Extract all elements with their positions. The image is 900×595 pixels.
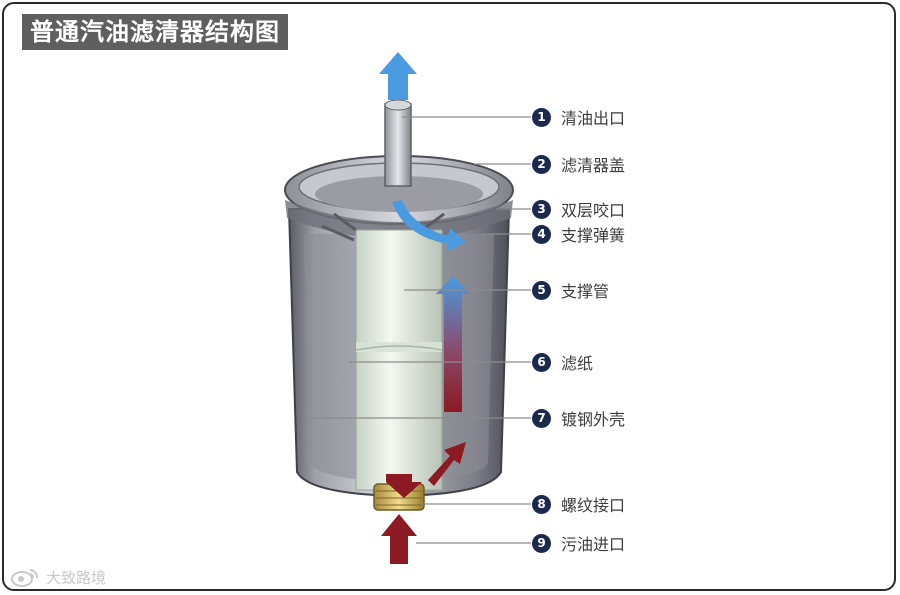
label-text: 滤清器盖 xyxy=(561,156,626,175)
fuel-filter-illustration xyxy=(284,52,542,564)
outlet-tube xyxy=(384,103,412,187)
label-text: 螺纹接口 xyxy=(561,496,626,515)
label-number: 4 xyxy=(532,224,551,244)
clean-oil-arrow xyxy=(379,52,417,100)
label-number: 1 xyxy=(532,107,551,127)
label-5: 5 支撑管 xyxy=(532,279,609,301)
label-number: 9 xyxy=(532,533,551,553)
dirty-oil-arrow xyxy=(381,514,417,564)
label-number: 8 xyxy=(532,494,551,514)
leader-lines xyxy=(304,116,542,544)
label-number: 5 xyxy=(532,280,551,300)
label-7: 7 镀钢外壳 xyxy=(532,407,625,429)
label-number: 2 xyxy=(532,154,551,174)
label-6: 6 滤纸 xyxy=(532,351,593,373)
label-8: 8 螺纹接口 xyxy=(532,493,625,515)
rising-flow-arrow xyxy=(436,276,470,412)
weibo-logo-icon xyxy=(11,569,38,587)
watermark-text: 大致路境 xyxy=(46,568,107,587)
label-number: 6 xyxy=(532,352,551,372)
label-9: 9 污油进口 xyxy=(532,532,625,554)
label-text: 支撑管 xyxy=(561,282,610,301)
support-pipe xyxy=(355,229,443,491)
label-4: 4 支撑弹簧 xyxy=(532,223,625,245)
label-1: 1 清油出口 xyxy=(532,106,625,128)
label-3: 3 双层咬口 xyxy=(532,198,625,220)
label-text: 双层咬口 xyxy=(561,201,626,220)
label-2: 2 滤清器盖 xyxy=(532,153,625,175)
label-text: 镀钢外壳 xyxy=(561,410,626,429)
label-text: 清油出口 xyxy=(561,109,626,128)
label-text: 滤纸 xyxy=(561,354,594,373)
watermark: 大致路境 xyxy=(10,566,106,588)
label-number: 3 xyxy=(532,199,551,219)
label-text: 支撑弹簧 xyxy=(561,226,626,245)
label-number: 7 xyxy=(532,408,551,428)
diagram-title: 普通汽油滤清器结构图 xyxy=(22,14,288,50)
label-text: 污油进口 xyxy=(561,535,626,554)
